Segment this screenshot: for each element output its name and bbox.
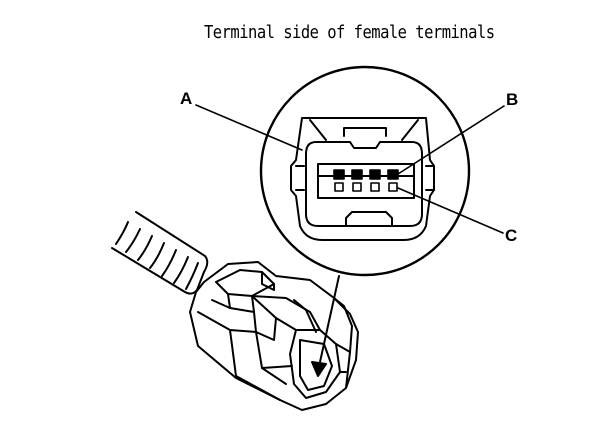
terminal-slot-4 — [388, 182, 398, 192]
terminal-1 — [333, 169, 345, 180]
magnifier-pointer-line — [317, 275, 340, 372]
terminal-slot-3 — [370, 182, 380, 192]
leader-line-a — [195, 104, 303, 151]
connector-body — [189, 261, 359, 411]
callout-label-b: B — [506, 90, 519, 109]
diagram-caption: Terminal side of female terminals — [204, 22, 495, 43]
terminal-3 — [369, 169, 381, 180]
terminal-slot-2 — [352, 182, 362, 192]
magnifier-arrowhead — [311, 361, 327, 377]
leader-line-c — [397, 187, 504, 234]
connector-face — [290, 117, 435, 241]
callout-label-c: C — [505, 226, 518, 245]
terminal-slot-1 — [334, 182, 344, 192]
female-terminals — [333, 169, 399, 192]
terminal-4 — [387, 169, 399, 180]
callout-label-a: A — [180, 89, 193, 108]
magnifier-circle — [259, 65, 471, 277]
terminal-2 — [351, 169, 363, 180]
magnifier — [259, 65, 471, 377]
wire-harness — [111, 211, 209, 295]
leader-line-b — [397, 105, 505, 175]
leader-lines — [195, 104, 505, 234]
